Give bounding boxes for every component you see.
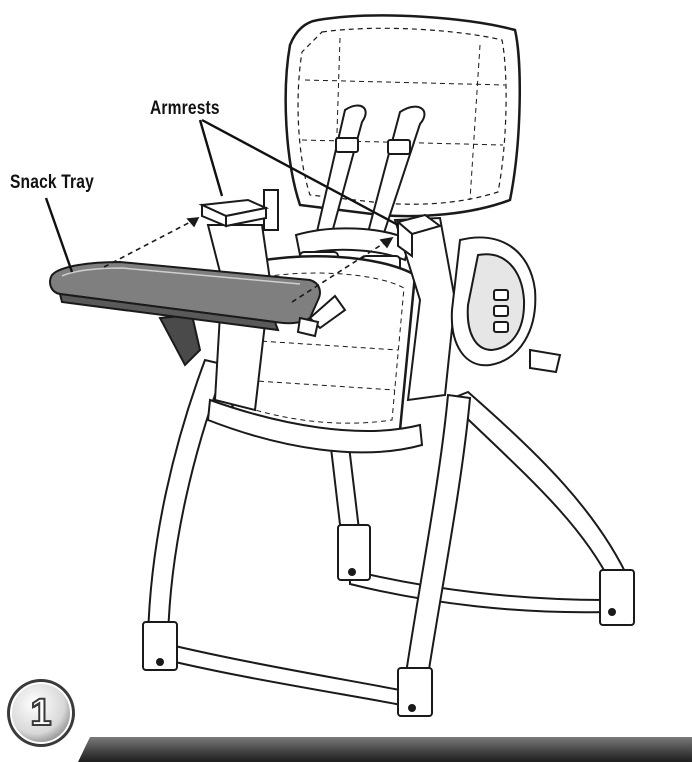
armrests-label: Armrests: [150, 98, 220, 119]
right-armrest: [395, 213, 443, 258]
left-armrest: [198, 198, 270, 228]
callout-leaders: [44, 118, 399, 273]
alignment-arrows: [103, 217, 394, 303]
recline-mechanism: [450, 236, 562, 374]
step-indicator: [7, 679, 692, 762]
front-legs: [142, 358, 472, 717]
harness-straps: [294, 104, 426, 277]
step-number: 1: [29, 691, 52, 735]
snack-tray-label: Snack Tray: [10, 172, 94, 193]
armrests-leader-right: [201, 118, 399, 227]
rear-legs: [328, 390, 635, 626]
snack-tray-leader: [44, 197, 74, 273]
armrests-leader-left: [198, 119, 224, 197]
snack-tray: [49, 260, 347, 367]
